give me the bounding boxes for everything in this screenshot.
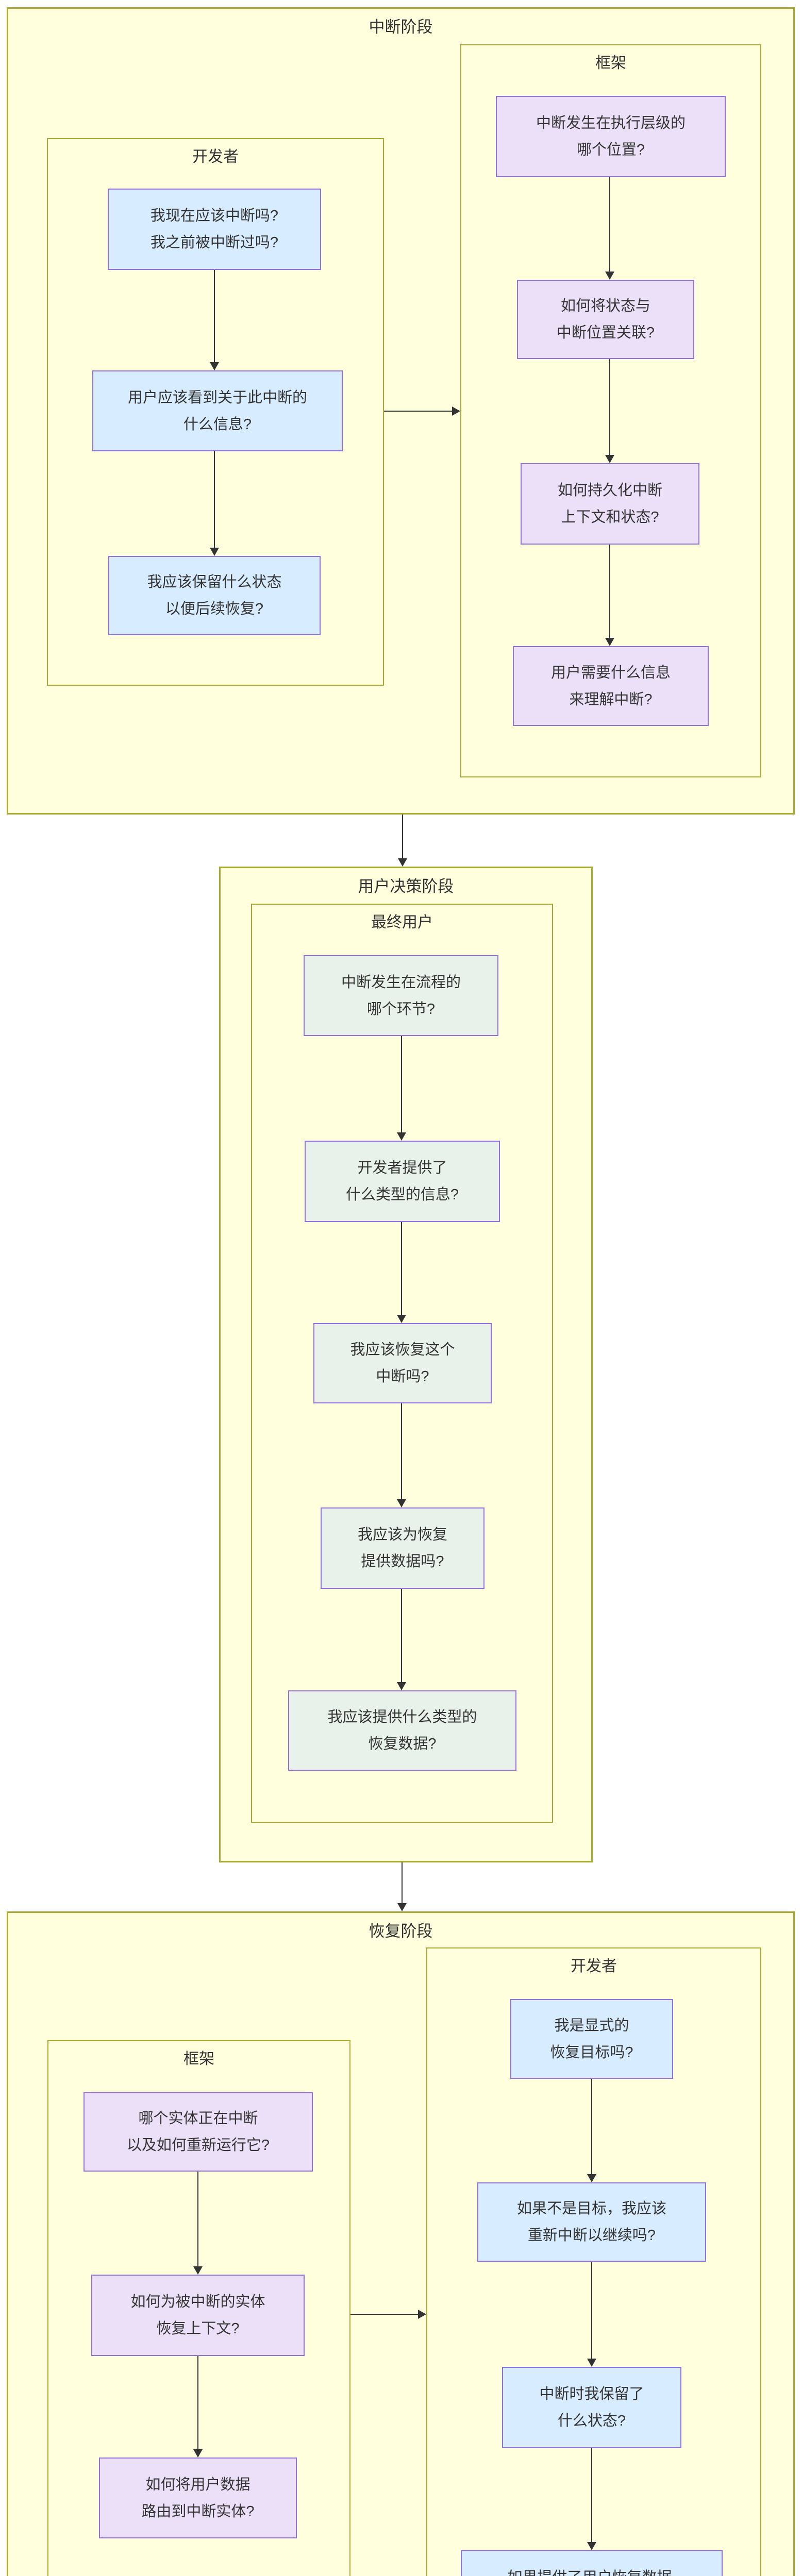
node-text: 用户需要什么信息 来理解中断? bbox=[550, 664, 671, 708]
edge-line bbox=[401, 1222, 402, 1315]
node-resume-dev-q1: 我是显式的 恢复目标吗? bbox=[510, 1999, 673, 2079]
section-interrupt-title: 中断阶段 bbox=[369, 18, 433, 36]
arrowhead-down-icon bbox=[398, 858, 407, 867]
cluster-interrupt-developer-title: 开发者 bbox=[192, 148, 239, 165]
arrowhead-down-icon bbox=[397, 1315, 406, 1323]
arrowhead-down-icon bbox=[397, 1682, 406, 1690]
arrowhead-down-icon bbox=[587, 2174, 596, 2182]
edge-line bbox=[214, 451, 215, 548]
edge-line bbox=[402, 815, 403, 858]
node-text: 如何持久化中断 上下文和状态? bbox=[557, 482, 662, 526]
node-text: 用户应该看到关于此中断的 什么信息? bbox=[127, 389, 307, 433]
arrowhead-down-icon bbox=[605, 638, 614, 646]
node-text: 我是显式的 恢复目标吗? bbox=[550, 2017, 633, 2061]
node-interrupt-fw-q3: 如何持久化中断 上下文和状态? bbox=[521, 463, 699, 545]
node-interrupt-dev-q2: 用户应该看到关于此中断的 什么信息? bbox=[92, 370, 343, 451]
cluster-interrupt-framework-title: 框架 bbox=[595, 55, 626, 72]
arrowhead-down-icon bbox=[605, 455, 614, 463]
node-text: 开发者提供了 什么类型的信息? bbox=[345, 1160, 459, 1203]
node-text: 我应该提供什么类型的 恢复数据? bbox=[327, 1709, 477, 1752]
node-interrupt-fw-q2: 如何将状态与 中断位置关联? bbox=[517, 280, 694, 359]
node-interrupt-fw-q1: 中断发生在执行层级的 哪个位置? bbox=[496, 96, 726, 177]
node-text: 中断发生在流程的 哪个环节? bbox=[341, 974, 461, 1018]
edge-line bbox=[197, 2356, 198, 2449]
node-text: 我应该为恢复 提供数据吗? bbox=[357, 1527, 447, 1570]
edge-line bbox=[401, 1036, 402, 1132]
cluster-resume-framework-title: 框架 bbox=[183, 2050, 214, 2067]
cluster-decision-end-user-title: 最终用户 bbox=[371, 914, 433, 931]
node-resume-dev-q3: 中断时我保留了 什么状态? bbox=[502, 2367, 681, 2448]
node-decision-user-q1: 中断发生在流程的 哪个环节? bbox=[304, 955, 498, 1036]
node-text: 如果不是目标，我应该 重新中断以继续吗? bbox=[516, 2200, 666, 2244]
node-decision-user-q3: 我应该恢复这个 中断吗? bbox=[313, 1323, 492, 1403]
section-decision-title: 用户决策阶段 bbox=[358, 877, 454, 895]
node-decision-user-q4: 我应该为恢复 提供数据吗? bbox=[321, 1507, 484, 1589]
arrowhead-down-icon bbox=[210, 362, 219, 370]
node-decision-user-q2: 开发者提供了 什么类型的信息? bbox=[305, 1141, 500, 1222]
arrowhead-down-icon bbox=[397, 1499, 406, 1507]
node-interrupt-dev-q1: 我现在应该中断吗? 我之前被中断过吗? bbox=[108, 189, 321, 270]
node-text: 如何为被中断的实体 恢复上下文? bbox=[130, 2294, 265, 2337]
node-resume-fw-q1: 哪个实体正在中断 以及如何重新运行它? bbox=[83, 2092, 313, 2172]
edge-line bbox=[350, 2314, 418, 2315]
node-text: 我应该保留什么状态 以便后续恢复? bbox=[147, 574, 282, 617]
arrowhead-down-icon bbox=[397, 1903, 407, 1911]
edge-line bbox=[401, 1589, 402, 1682]
edge-line bbox=[591, 2448, 592, 2542]
edge-line bbox=[609, 359, 610, 455]
arrowhead-right-icon bbox=[452, 406, 460, 416]
node-text: 中断发生在执行层级的 哪个位置? bbox=[536, 115, 686, 158]
node-resume-dev-q2: 如果不是目标，我应该 重新中断以继续吗? bbox=[477, 2182, 706, 2262]
node-text: 如果提供了用户恢复数据, 该如何处理? bbox=[507, 2564, 676, 2576]
edge-line bbox=[402, 1862, 403, 1903]
arrowhead-right-icon bbox=[418, 2310, 426, 2319]
node-text: 哪个实体正在中断 以及如何重新运行它? bbox=[126, 2110, 270, 2154]
arrowhead-down-icon bbox=[587, 2359, 596, 2367]
node-text: 我现在应该中断吗? 我之前被中断过吗? bbox=[150, 208, 279, 251]
arrowhead-down-icon bbox=[397, 1132, 406, 1141]
node-resume-dev-q4: 如果提供了用户恢复数据, 该如何处理? bbox=[461, 2550, 723, 2576]
edge-line bbox=[197, 2172, 198, 2266]
arrowhead-down-icon bbox=[193, 2266, 203, 2275]
node-interrupt-dev-q3: 我应该保留什么状态 以便后续恢复? bbox=[108, 556, 321, 635]
node-resume-fw-q3: 如何将用户数据 路由到中断实体? bbox=[99, 2458, 297, 2538]
node-interrupt-fw-q4: 用户需要什么信息 来理解中断? bbox=[513, 646, 709, 726]
edge-line bbox=[609, 177, 610, 272]
arrowhead-down-icon bbox=[210, 548, 219, 556]
node-text: 中断时我保留了 什么状态? bbox=[539, 2386, 644, 2429]
arrowhead-down-icon bbox=[193, 2449, 203, 2458]
edge-line bbox=[591, 2262, 592, 2359]
edge-line bbox=[401, 1403, 402, 1499]
cluster-resume-developer-title: 开发者 bbox=[571, 1958, 617, 1975]
section-resume-title: 恢复阶段 bbox=[369, 1922, 433, 1940]
edge-line bbox=[214, 270, 215, 363]
node-text: 我应该恢复这个 中断吗? bbox=[350, 1342, 455, 1385]
edge-line bbox=[609, 545, 610, 638]
node-text: 如何将用户数据 路由到中断实体? bbox=[141, 2476, 255, 2520]
arrowhead-down-icon bbox=[587, 2542, 596, 2550]
edge-line bbox=[384, 411, 452, 412]
node-decision-user-q5: 我应该提供什么类型的 恢复数据? bbox=[288, 1690, 516, 1771]
arrowhead-down-icon bbox=[605, 272, 614, 280]
node-text: 如何将状态与 中断位置关联? bbox=[556, 298, 655, 341]
edge-line bbox=[591, 2079, 592, 2174]
node-resume-fw-q2: 如何为被中断的实体 恢复上下文? bbox=[91, 2275, 305, 2356]
